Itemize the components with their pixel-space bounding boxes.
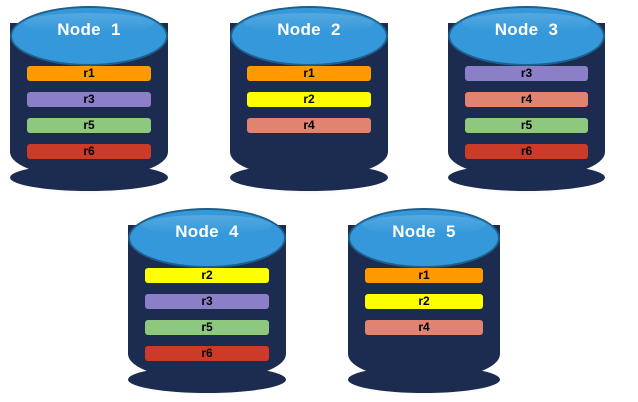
replica-bar-r2[interactable]: r2	[247, 92, 371, 107]
replica-bar-r1[interactable]: r1	[27, 66, 151, 81]
replica-bar-r5[interactable]: r5	[465, 118, 588, 133]
replica-list: r1 r2 r4	[230, 66, 388, 133]
replica-bar-r6[interactable]: r6	[465, 144, 588, 159]
replica-list: r1 r3 r5 r6	[10, 66, 168, 159]
cylinder-bottom-cap	[230, 164, 388, 191]
replica-bar-r3[interactable]: r3	[465, 66, 588, 81]
replica-bar-r5[interactable]: r5	[27, 118, 151, 133]
node-label: Node 3	[494, 20, 559, 39]
replica-bar-r2[interactable]: r2	[364, 294, 484, 309]
database-node-2[interactable]: Node 2 r1 r2 r4	[230, 6, 388, 193]
node-label: Node 2	[277, 20, 341, 39]
replica-bar-r6[interactable]: r6	[145, 346, 269, 361]
replica-list: r2 r3 r5 r6	[128, 268, 286, 361]
replica-bar-r5[interactable]: r5	[145, 320, 269, 335]
replica-bar-r6[interactable]: r6	[27, 144, 151, 159]
replica-bar-r4[interactable]: r4	[465, 92, 588, 107]
replica-bar-r4[interactable]: r4	[247, 118, 371, 133]
database-node-3[interactable]: Node 3 r3 r4 r5 r6	[448, 6, 605, 193]
replica-bar-r1[interactable]: r1	[247, 66, 371, 81]
node-label: Node 1	[57, 20, 121, 39]
database-node-5[interactable]: Node 5 r1 r2 r4	[348, 208, 500, 395]
cylinder-bottom-cap	[10, 164, 168, 191]
cylinder-bottom-cap	[348, 366, 500, 393]
replica-bar-r3[interactable]: r3	[27, 92, 151, 107]
database-node-1[interactable]: Node 1 r1 r3 r5 r6	[10, 6, 168, 193]
replica-bar-r2[interactable]: r2	[145, 268, 269, 283]
cylinder-bottom-cap	[128, 366, 286, 393]
cylinder-bottom-cap	[448, 164, 605, 191]
replica-bar-r1[interactable]: r1	[364, 268, 484, 283]
replica-bar-r4[interactable]: r4	[364, 320, 484, 335]
replica-bar-r3[interactable]: r3	[145, 294, 269, 309]
replica-list: r1 r2 r4	[348, 268, 500, 335]
node-label: Node 4	[175, 222, 239, 241]
replica-list: r3 r4 r5 r6	[448, 66, 605, 159]
node-label: Node 5	[392, 222, 456, 241]
database-node-4[interactable]: Node 4 r2 r3 r5 r6	[128, 208, 286, 395]
